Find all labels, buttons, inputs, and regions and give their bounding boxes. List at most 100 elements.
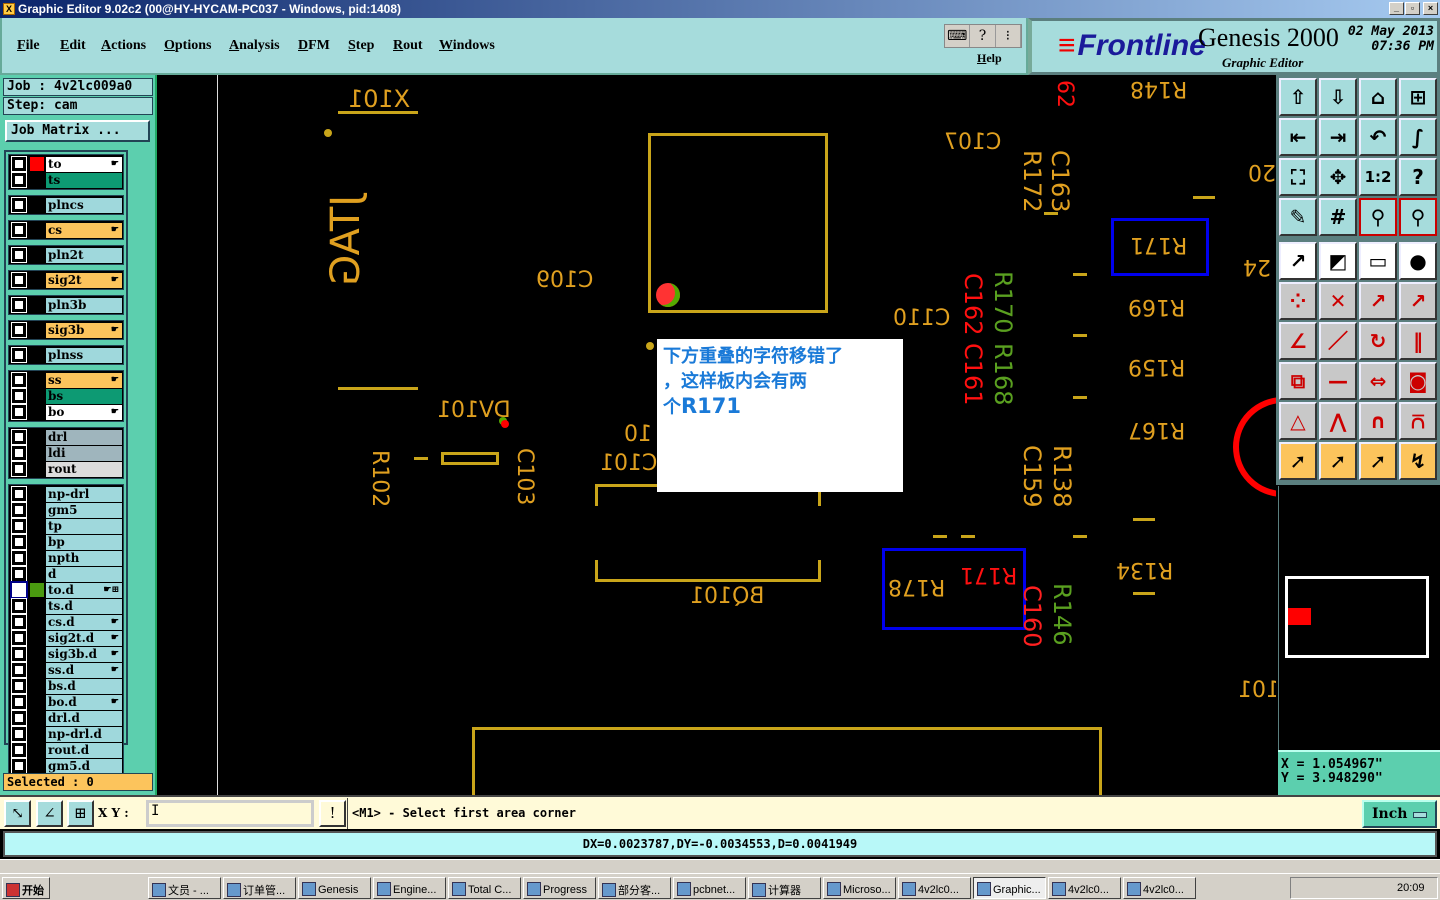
layer-row-sig3b[interactable]: sig3b☛ bbox=[10, 322, 122, 338]
layer-color-swatch[interactable] bbox=[30, 430, 44, 444]
layer-name[interactable]: d bbox=[46, 566, 122, 582]
layer-checkbox[interactable] bbox=[11, 534, 27, 550]
layer-name[interactable]: sig3b☛ bbox=[46, 322, 122, 338]
menu-analysis[interactable]: Analysis bbox=[229, 38, 280, 53]
layer-checkbox[interactable] bbox=[11, 247, 27, 263]
move-feature-icon[interactable]: ↗ bbox=[1279, 242, 1317, 280]
alert-icon[interactable]: ! bbox=[319, 800, 346, 827]
taskbar-item[interactable]: Engine... bbox=[373, 877, 446, 899]
grid-snap-icon[interactable]: ⊞ bbox=[67, 800, 94, 827]
layer-name[interactable]: pln2t bbox=[46, 247, 122, 263]
move-line-icon[interactable]: ∠ bbox=[1279, 322, 1317, 360]
layer-name[interactable]: rout.d bbox=[46, 742, 122, 758]
measure-icon[interactable]: ⇔ bbox=[1359, 362, 1397, 400]
layer-row-sig2t[interactable]: sig2t☛ bbox=[10, 272, 122, 288]
layer-checkbox[interactable] bbox=[11, 404, 27, 420]
menu-edit[interactable]: Edit bbox=[60, 38, 86, 53]
line-icon[interactable]: — bbox=[1319, 362, 1357, 400]
layer-name[interactable]: pln3b bbox=[46, 297, 122, 313]
taskbar-item[interactable]: 计算器 bbox=[748, 877, 821, 899]
layer-color-swatch[interactable] bbox=[30, 405, 44, 419]
taskbar-item[interactable]: Graphic... bbox=[973, 877, 1046, 899]
layer-row-gm5.d[interactable]: gm5.d bbox=[10, 758, 122, 774]
zoom-area-icon[interactable]: ⤡ bbox=[4, 800, 31, 827]
layer-checkbox[interactable] bbox=[11, 550, 27, 566]
layer-name[interactable]: np-drl bbox=[46, 486, 122, 502]
layer-row-np-drl.d[interactable]: np-drl.d bbox=[10, 726, 122, 742]
menu-windows[interactable]: Windows bbox=[439, 38, 495, 53]
copy-square-icon[interactable]: ⧉ bbox=[1279, 362, 1317, 400]
layer-color-swatch[interactable] bbox=[30, 173, 44, 187]
taskbar-item[interactable]: Total C... bbox=[448, 877, 521, 899]
layer-color-swatch[interactable] bbox=[30, 599, 44, 613]
layer-row-cs[interactable]: cs☛ bbox=[10, 222, 122, 238]
layer-color-swatch[interactable] bbox=[30, 298, 44, 312]
merge-shape-icon[interactable]: ◙ bbox=[1399, 362, 1437, 400]
layer-checkbox[interactable] bbox=[11, 758, 27, 774]
layer-checkbox[interactable] bbox=[11, 297, 27, 313]
layer-name[interactable]: ss☛ bbox=[46, 372, 122, 388]
layer-name[interactable]: np-drl.d bbox=[46, 726, 122, 742]
help-icon[interactable]: ? bbox=[1399, 158, 1437, 196]
xy-input[interactable]: I bbox=[146, 800, 314, 827]
delete-cross-icon[interactable]: ✕ bbox=[1319, 282, 1357, 320]
layer-color-swatch[interactable] bbox=[30, 462, 44, 476]
layer-checkbox[interactable] bbox=[11, 518, 27, 534]
layer-row-cs.d[interactable]: cs.d☛ bbox=[10, 614, 122, 630]
layer-color-swatch[interactable] bbox=[30, 743, 44, 757]
layer-row-rout[interactable]: rout bbox=[10, 461, 122, 477]
net-connect-icon[interactable]: ⚲ bbox=[1359, 198, 1397, 236]
pan-right-icon[interactable]: ⇥ bbox=[1319, 118, 1357, 156]
layer-row-ts.d[interactable]: ts.d bbox=[10, 598, 122, 614]
layer-name[interactable]: bo.d☛ bbox=[46, 694, 122, 710]
layer-name[interactable]: gm5 bbox=[46, 502, 122, 518]
layer-color-swatch[interactable] bbox=[30, 679, 44, 693]
home-icon[interactable]: ⌂ bbox=[1359, 78, 1397, 116]
layer-color-swatch[interactable] bbox=[30, 695, 44, 709]
layer-color-swatch[interactable] bbox=[30, 323, 44, 337]
layer-row-sig2t.d[interactable]: sig2t.d☛ bbox=[10, 630, 122, 646]
layer-checkbox[interactable] bbox=[11, 222, 27, 238]
layer-color-swatch[interactable] bbox=[30, 615, 44, 629]
layer-color-swatch[interactable] bbox=[30, 727, 44, 741]
layer-color-swatch[interactable] bbox=[30, 647, 44, 661]
layer-color-swatch[interactable] bbox=[30, 248, 44, 262]
select-window-icon[interactable]: ◩ bbox=[1319, 242, 1357, 280]
layer-name[interactable]: gm5.d bbox=[46, 758, 122, 774]
layer-row-ss.d[interactable]: ss.d☛ bbox=[10, 662, 122, 678]
layer-checkbox[interactable] bbox=[11, 372, 27, 388]
layer-name[interactable]: sig2t.d☛ bbox=[46, 630, 122, 646]
taskbar-item[interactable]: 4v2lc0... bbox=[898, 877, 971, 899]
layer-checkbox[interactable] bbox=[11, 566, 27, 582]
layer-row-pln3b[interactable]: pln3b bbox=[10, 297, 122, 313]
layer-name[interactable]: ts.d bbox=[46, 598, 122, 614]
layer-color-swatch[interactable] bbox=[30, 389, 44, 403]
layer-name[interactable]: to.d☛⊞ bbox=[46, 582, 122, 598]
layer-color-swatch[interactable] bbox=[30, 373, 44, 387]
ruler-icon[interactable]: ▭ bbox=[1359, 242, 1397, 280]
move-pad-2-icon[interactable]: ↗ bbox=[1399, 282, 1437, 320]
layer-checkbox[interactable] bbox=[11, 614, 27, 630]
move-pad-icon[interactable]: ↗ bbox=[1359, 282, 1397, 320]
layer-row-drl.d[interactable]: drl.d bbox=[10, 710, 122, 726]
layer-checkbox[interactable] bbox=[11, 272, 27, 288]
layer-row-ts[interactable]: ts bbox=[10, 172, 122, 188]
layer-color-swatch[interactable] bbox=[30, 759, 44, 773]
menu-dfm[interactable]: DFM bbox=[298, 38, 330, 53]
layer-row-npth[interactable]: npth bbox=[10, 550, 122, 566]
layer-checkbox[interactable] bbox=[11, 742, 27, 758]
taskbar-item[interactable]: 部分客... bbox=[598, 877, 671, 899]
unit-selector[interactable]: Inch bbox=[1362, 800, 1437, 828]
more-icon[interactable]: ⁝ bbox=[996, 25, 1021, 47]
layer-color-swatch[interactable] bbox=[30, 223, 44, 237]
layer-checkbox[interactable] bbox=[11, 502, 27, 518]
arch-2-icon[interactable]: ⩃ bbox=[1399, 402, 1437, 440]
layer-color-swatch[interactable] bbox=[30, 631, 44, 645]
layer-color-swatch[interactable] bbox=[30, 446, 44, 460]
layer-row-plnss[interactable]: plnss bbox=[10, 347, 122, 363]
job-matrix-button[interactable]: Job Matrix ... bbox=[5, 120, 150, 142]
pointer-poly-icon[interactable]: ➚ bbox=[1359, 442, 1397, 480]
layer-checkbox[interactable] bbox=[11, 662, 27, 678]
rotate-icon[interactable]: ↻ bbox=[1359, 322, 1397, 360]
